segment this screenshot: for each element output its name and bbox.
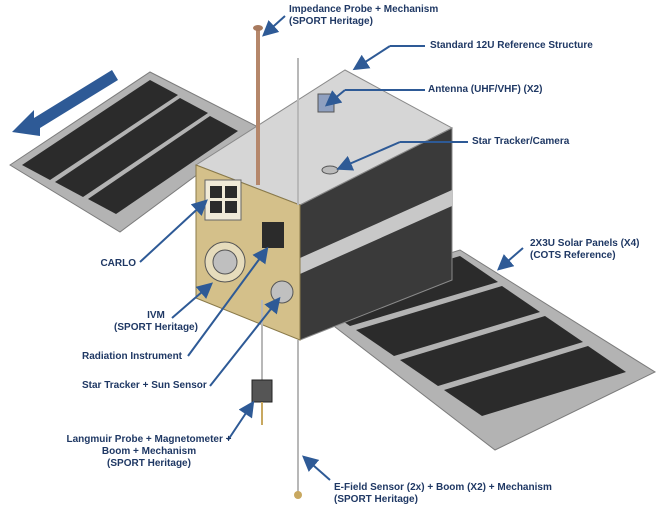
label-efield-sensor: E-Field Sensor (2x) + Boom (X2) + Mechan… xyxy=(334,482,552,505)
label-impedance-probe: Impedance Probe + Mechanism (SPORT Herit… xyxy=(289,4,439,27)
flight-direction-arrow xyxy=(12,70,118,136)
label-solar-panels: 2X3U Solar Panels (X4) (COTS Reference) xyxy=(530,238,640,261)
label-radiation-instrument: Radiation Instrument xyxy=(82,351,183,362)
leader-lines xyxy=(139,15,524,481)
label-star-tracker-camera: Star Tracker/Camera xyxy=(472,136,570,147)
left-solar-array xyxy=(9,71,261,233)
label-langmuir-probe: Langmuir Probe + Magnetometer + Boom + M… xyxy=(66,434,232,469)
label-carlo: CARLO xyxy=(100,258,136,269)
booms xyxy=(251,25,302,499)
label-antenna: Antenna (UHF/VHF) (X2) xyxy=(428,84,543,95)
label-reference-structure: Standard 12U Reference Structure xyxy=(430,40,593,51)
label-ivm: IVM (SPORT Heritage) xyxy=(114,310,198,333)
label-star-tracker-sun-sensor: Star Tracker + Sun Sensor xyxy=(82,380,207,391)
